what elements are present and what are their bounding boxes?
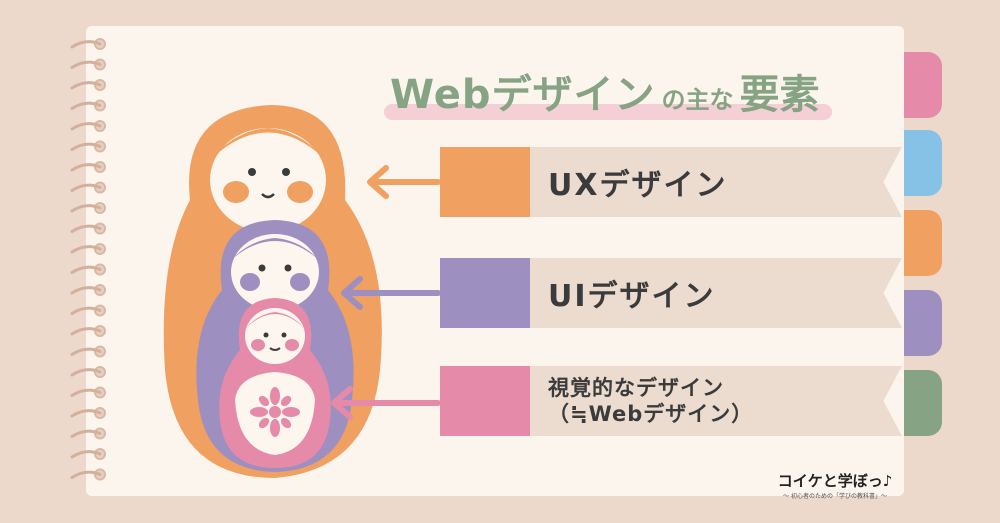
spiral-ring <box>70 161 106 173</box>
spiral-ring <box>70 79 106 91</box>
spiral-ring <box>70 448 106 460</box>
pink-doll <box>219 298 331 468</box>
arrow-to-ux <box>367 165 441 199</box>
spiral-ring <box>70 468 106 481</box>
label-ux-design: UXデザイン <box>440 147 902 217</box>
logo-main: コイケと学ぼっ♪ <box>777 472 893 490</box>
spiral-ring <box>70 386 106 399</box>
title-highlight <box>384 104 832 120</box>
ux-label: UXデザイン <box>548 168 728 203</box>
title-end: 要素 <box>739 72 820 118</box>
label-ui-design: UIデザイン <box>440 258 902 328</box>
arrow-to-ui <box>341 276 441 310</box>
spiral-ring <box>70 181 106 194</box>
spiral-ring <box>70 58 106 71</box>
spiral-ring <box>70 284 106 296</box>
spiral-ring <box>70 222 106 235</box>
swatch-purple <box>440 258 530 328</box>
spiral-ring <box>70 38 106 50</box>
title-main: Webデザイン <box>390 72 656 118</box>
logo-sub: 〜 初心者のための「学びの教科書」〜 <box>783 493 887 500</box>
spiral-ring <box>70 243 106 255</box>
spiral-ring <box>70 427 106 440</box>
visual-label-line2: （≒Webデザイン） <box>548 402 754 426</box>
page-title: Webデザイン の主な 要素 <box>390 62 819 122</box>
swatch-pink <box>440 366 530 436</box>
spiral-ring <box>70 366 106 378</box>
spiral-ring <box>70 325 106 337</box>
ui-label: UIデザイン <box>548 279 716 314</box>
spiral-ring <box>70 263 106 276</box>
swatch-orange <box>440 147 530 217</box>
spiral-ring <box>70 140 106 153</box>
label-visual-design: 視覚的なデザイン （≒Webデザイン） <box>440 366 902 436</box>
spiral-ring <box>70 120 106 132</box>
ribbon-ui: UIデザイン <box>530 258 902 328</box>
spiral-ring <box>70 407 106 419</box>
spiral-ring <box>70 99 106 112</box>
spiral-ring <box>70 202 106 214</box>
spiral-ring <box>70 345 106 358</box>
ribbon-visual: 視覚的なデザイン （≒Webデザイン） <box>530 366 902 436</box>
brand-logo: コイケと学ぼっ♪ 〜 初心者のための「学びの教科書」〜 <box>770 470 900 500</box>
title-mid: の主な <box>661 86 734 114</box>
arrow-to-visual <box>331 386 441 420</box>
spiral-ring <box>70 304 106 317</box>
flower-icon <box>250 387 300 437</box>
visual-label-line1: 視覚的なデザイン <box>548 375 724 400</box>
ribbon-ux: UXデザイン <box>530 147 902 217</box>
